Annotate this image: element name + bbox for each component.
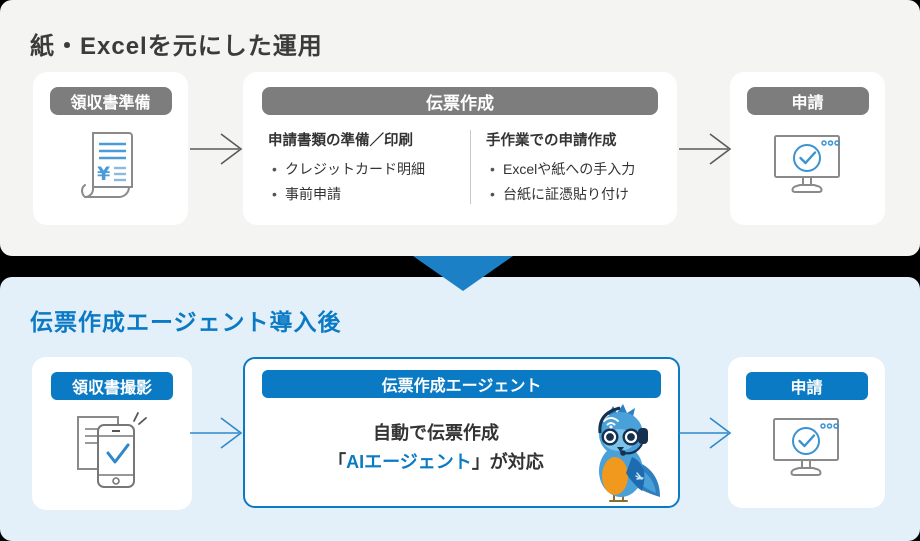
before-section-title: 紙・Excelを元にした運用	[30, 33, 323, 60]
before-step-slip-creation-card: 伝票作成 申請書類の準備／印刷 クレジットカード明細 事前申請 手作業での申請作…	[243, 72, 677, 225]
before-step2-column-print: 申請書類の準備／印刷 クレジットカード明細 事前申請	[268, 129, 425, 207]
bullet-item: 台紙に証憑貼り付け	[486, 182, 635, 207]
bullet-item: クレジットカード明細	[268, 157, 425, 182]
before-arrow-2-icon	[679, 133, 732, 165]
monitor-check-icon	[772, 134, 844, 201]
phone-capture-icon	[72, 403, 152, 500]
agent-description-line1: 自動で伝票作成	[373, 423, 499, 443]
after-arrow-2-icon	[679, 417, 732, 449]
before-step2-column-manual: 手作業での申請作成 Excelや紙への手入力 台紙に証憑貼り付け	[486, 129, 635, 207]
column-heading: 申請書類の準備／印刷	[268, 133, 413, 149]
transition-down-arrow-icon	[413, 256, 513, 291]
after-arrow-1-icon	[190, 417, 243, 449]
column-bullet-list: クレジットカード明細 事前申請	[268, 157, 425, 207]
before-step3-badge: 申請	[746, 87, 869, 115]
before-step-receipt-card: 領収書準備 ¥	[33, 72, 188, 225]
svg-text:¥: ¥	[97, 163, 110, 185]
after-step2-badge: 伝票作成エージェント	[262, 370, 661, 398]
before-step1-badge: 領収書準備	[49, 87, 172, 115]
after-step1-badge: 領収書撮影	[51, 372, 173, 400]
after-step-capture-card: 領収書撮影	[32, 357, 192, 510]
bullet-item: Excelや紙への手入力	[486, 157, 635, 182]
before-arrow-1-icon	[190, 133, 243, 165]
bird-agent-mascot	[598, 404, 660, 502]
column-bullet-list: Excelや紙への手入力 台紙に証憑貼り付け	[486, 157, 635, 207]
after-step-agent-card: 伝票作成エージェント 自動で伝票作成 「AIエージェント」が対応	[243, 357, 680, 508]
after-step3-badge: 申請	[745, 372, 868, 400]
bullet-item: 事前申請	[268, 182, 425, 207]
before-step2-badge: 伝票作成	[262, 87, 658, 115]
after-step-apply-card: 申請	[728, 357, 885, 508]
agent-description-text: 自動で伝票作成 「AIエージェント」が対応	[271, 419, 601, 477]
column-heading: 手作業での申請作成	[486, 133, 617, 149]
ai-agent-highlight: AIエージェント	[346, 452, 472, 472]
after-section-title: 伝票作成エージェント導入後	[30, 309, 342, 335]
before-step-apply-card: 申請	[730, 72, 885, 225]
column-divider	[470, 130, 471, 204]
monitor-check-icon	[771, 417, 843, 484]
agent-description-line2: 「AIエージェント」が対応	[328, 452, 544, 472]
receipt-icon: ¥	[80, 130, 142, 207]
